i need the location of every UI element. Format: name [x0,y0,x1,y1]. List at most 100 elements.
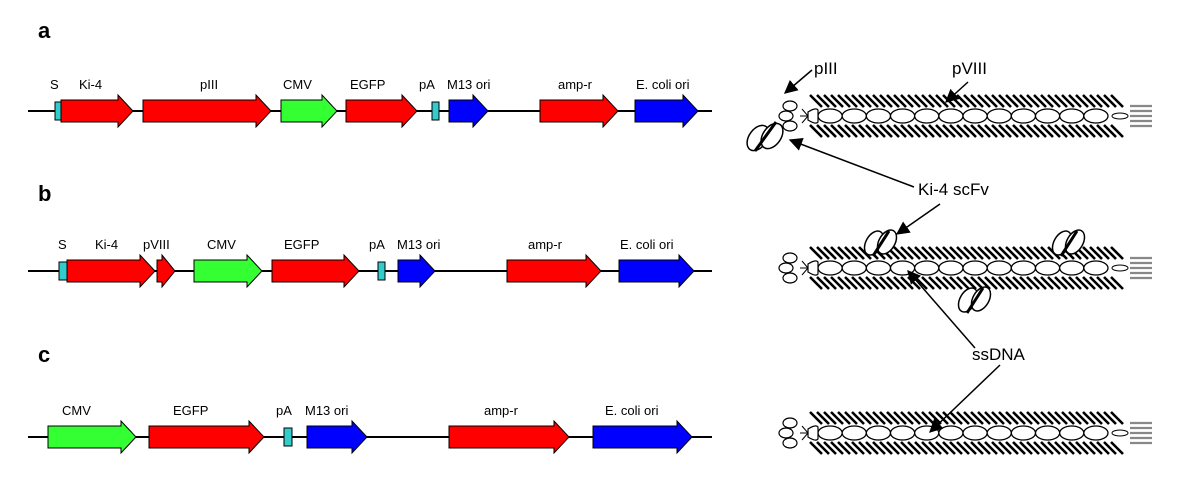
pviii-coat-stroke [816,411,830,425]
pviii-coat-stroke [816,441,830,455]
pviii-coat-stroke [837,124,851,138]
pviii-coat-stroke [1096,411,1110,425]
amp-r-arrow [448,419,570,455]
pviii-coat-stroke [1019,441,1033,455]
ssdna-oval [841,425,867,441]
piii-knob [778,262,794,274]
phage-tip [807,425,819,441]
pviii-coat-stroke [991,411,1005,425]
egfp-arrow [345,93,418,129]
pviii-coat-stroke [977,276,991,290]
pviii-coat-stroke [1012,124,1026,138]
pviii-coat-stroke [1019,411,1033,425]
pviii-coat-stroke [809,94,823,108]
pviii-coat-stroke [1005,276,1019,290]
cmv-arrow [47,419,137,455]
pviii-coat-stroke [914,411,928,425]
pviii-coat-stroke [809,124,823,138]
pviii-coat-stroke [935,441,949,455]
element-label-m13ori: M13 ori [447,77,490,92]
pviii-coat-stroke [998,246,1012,260]
element-label-piii: pIII [200,77,218,92]
pviii-coat-stroke [1110,441,1124,455]
pviii-coat-stroke [984,441,998,455]
element-label-cmv: CMV [207,237,236,252]
pviii-coat-stroke [1033,124,1047,138]
pviii-coat-stroke [1012,246,1026,260]
cmv-arrow [280,93,338,129]
element-label-cmv: CMV [62,403,91,418]
pviii-coat-stroke [928,246,942,260]
pviii-coat-stroke [858,124,872,138]
scfv-pointer-arrow-b [895,203,941,235]
ssdna-oval [986,425,1012,441]
pviii-coat-stroke [1019,124,1033,138]
ssdna-oval [938,108,964,124]
pviii-coat-stroke [1089,246,1103,260]
pviii-coat-stroke [844,94,858,108]
pviii-coat-stroke [1061,276,1075,290]
m13-ori-arrow [306,419,368,455]
pviii-coat-stroke [935,124,949,138]
pviii-coat-stroke [1089,94,1103,108]
ssdna-oval [1059,108,1085,124]
pviii-coat-stroke [823,276,837,290]
pviii-pointer-arrow [945,81,969,103]
pviii-coat-stroke [1026,124,1040,138]
pviii-coat-stroke [970,276,984,290]
pviii-coat-stroke [935,411,949,425]
element-label-ecoliori: E. coli ori [636,77,690,92]
element-label-ki4: Ki-4 [79,77,102,92]
pviii-coat-stroke [1047,124,1061,138]
piii-knob [782,272,798,284]
pviii-coat-stroke [1089,411,1103,425]
pviii-coat-stroke [823,94,837,108]
pviii-coat-stroke [1040,246,1054,260]
pviii-coat-stroke [1054,124,1068,138]
pviii-coat-stroke [865,94,879,108]
ssdna-oval [817,108,843,124]
pviii-coat-stroke [837,94,851,108]
ecoli-ori-arrow [592,419,693,455]
pviii-coat-stroke [1082,411,1096,425]
ssdna-oval [1083,108,1109,124]
pviii-coat-stroke [1103,124,1117,138]
pviii-coat-stroke [823,411,837,425]
ssdna-oval [962,425,988,441]
pviii-coat-stroke [984,124,998,138]
signal-peptide-box [58,261,68,281]
ki4-arrow [66,253,156,289]
pviii-coat-stroke [1089,124,1103,138]
ssdna-oval [1034,260,1061,276]
ssdna-oval [1010,260,1037,276]
pviii-coat-stroke [991,276,1005,290]
scfv-domain [746,121,784,152]
pviii-coat-stroke [1110,411,1124,425]
pviii-coat-stroke [858,411,872,425]
pviii-coat-stroke [1033,246,1047,260]
pviii-coat-stroke [879,441,893,455]
piii-stalk [801,432,809,441]
pviii-coat-stroke [928,124,942,138]
pviii-coat-stroke [809,441,823,455]
pviii-coat-stroke [1103,246,1117,260]
pviii-coat-stroke [991,441,1005,455]
pviii-coat-stroke [886,94,900,108]
pviii-coat-stroke [1026,246,1040,260]
pviii-coat-stroke [851,246,865,260]
pviii-coat-stroke [1082,441,1096,455]
pviii-coat-stroke [1082,94,1096,108]
pa-box [431,101,440,121]
pviii-coat-stroke [872,94,886,108]
element-label-ki4: Ki-4 [95,237,118,252]
pviii-coat-stroke [851,411,865,425]
pviii-coat-stroke [1040,124,1054,138]
ssdna-oval [889,425,916,441]
ssdna-label: ssDNA [972,345,1026,364]
pviii-coat-stroke [1096,246,1110,260]
piii-stalk [801,115,809,124]
cmv-arrow [193,253,263,289]
pviii-coat-stroke [886,124,900,138]
pviii-coat-stroke [1047,276,1061,290]
